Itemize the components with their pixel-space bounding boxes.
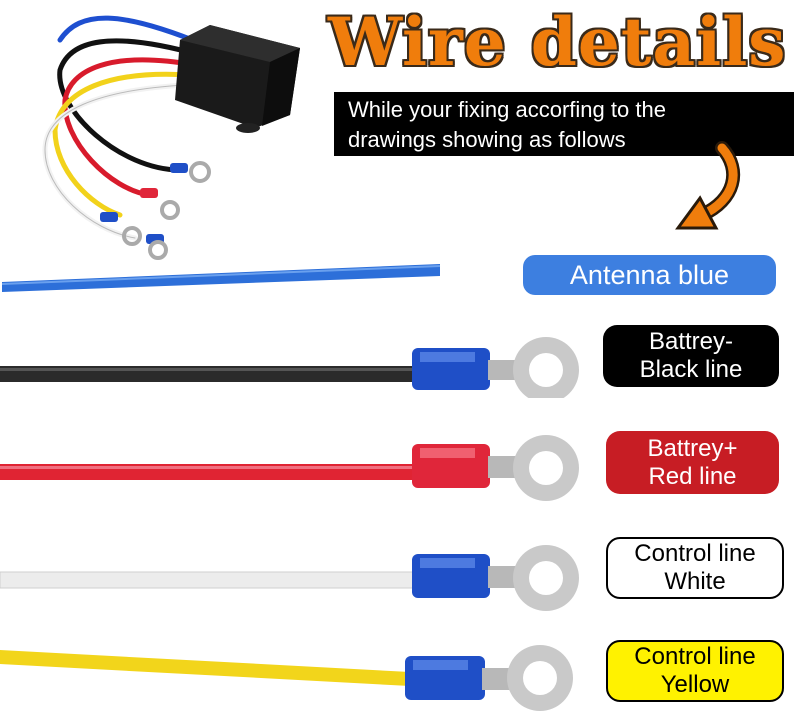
- curved-arrow-icon: [675, 141, 741, 230]
- label-battery-positive: Battrey+ Red line: [606, 431, 779, 494]
- label-control-white: Control line White: [606, 537, 784, 599]
- page-title: Wire details: [328, 3, 787, 81]
- label-battery-positive-line2: Red line: [648, 462, 737, 490]
- instruction-line-1: While your fixing accorfing to the: [348, 97, 666, 122]
- yellow-wire: [0, 645, 573, 711]
- label-control-yellow-line2: Yellow: [660, 671, 730, 698]
- label-battery-negative: Battrey- Black line: [603, 325, 779, 387]
- label-control-white-line1: Control line: [634, 540, 756, 567]
- black-wire: [0, 337, 579, 398]
- instruction-line-2: drawings showing as follows: [348, 127, 626, 152]
- red-wire: [0, 435, 579, 501]
- label-control-yellow-line1: Control line: [634, 643, 756, 670]
- white-wire: [0, 545, 579, 611]
- label-battery-positive-line1: Battrey+: [647, 434, 738, 462]
- label-control-white-line2: White: [664, 568, 726, 595]
- instruction-banner: While your fixing accorfing to the drawi…: [334, 92, 794, 156]
- label-antenna-text: Antenna blue: [569, 260, 730, 290]
- wiring-module-image: [42, 15, 300, 260]
- label-antenna-blue: Antenna blue: [523, 255, 776, 295]
- label-battery-negative-line1: Battrey-: [648, 328, 734, 355]
- label-battery-negative-line2: Black line: [639, 356, 743, 383]
- antenna-wire: [1, 264, 441, 292]
- label-control-yellow: Control line Yellow: [606, 640, 784, 702]
